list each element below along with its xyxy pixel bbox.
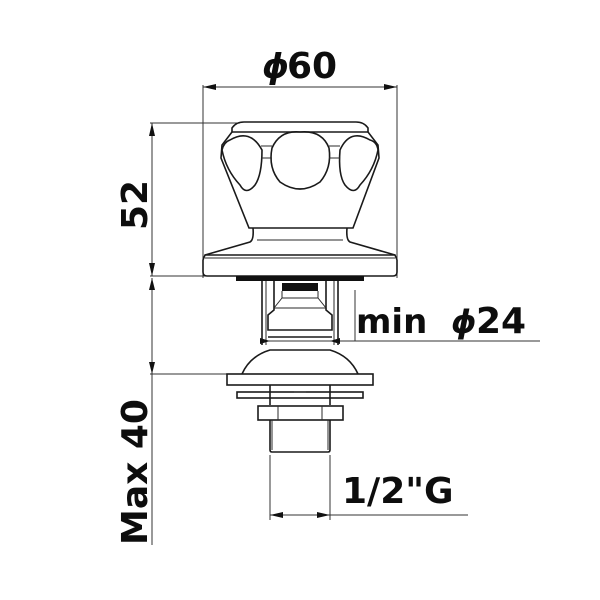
dimension-height-52: 52 xyxy=(115,122,240,277)
diameter-symbol: ϕ xyxy=(262,47,289,87)
height-52-value: 52 xyxy=(115,180,156,230)
dimension-min-diameter-24: min ϕ 24 xyxy=(260,290,540,344)
escutcheon xyxy=(226,349,374,405)
dimension-diameter-60: ϕ 60 xyxy=(202,46,398,278)
arrowhead-icon xyxy=(260,338,270,344)
dimension-thread-size: 1/2"G xyxy=(269,455,468,520)
thread-size-value: 1/2"G xyxy=(342,471,454,512)
arrowhead-icon xyxy=(384,84,397,90)
handle-knob xyxy=(202,121,398,277)
max-40-value: Max 40 xyxy=(115,399,156,545)
arrowhead-icon xyxy=(317,512,330,518)
hex-nut-and-thread xyxy=(257,405,344,453)
arrowhead-icon xyxy=(149,123,155,136)
gasket-strip xyxy=(236,276,364,281)
arrowhead-icon xyxy=(149,362,155,374)
valve-spindle xyxy=(261,281,339,345)
min-diameter-24-value: 24 xyxy=(476,301,526,342)
min-label: min xyxy=(356,302,427,342)
arrowhead-icon xyxy=(149,278,155,290)
arrowhead-icon xyxy=(149,263,155,276)
arrowhead-icon xyxy=(203,84,216,90)
arrowhead-icon xyxy=(330,338,340,344)
arrowhead-icon xyxy=(270,512,283,518)
diameter-symbol: ϕ xyxy=(451,303,476,341)
dimension-max-40: Max 40 xyxy=(115,278,228,545)
diameter-60-value: 60 xyxy=(287,46,337,87)
